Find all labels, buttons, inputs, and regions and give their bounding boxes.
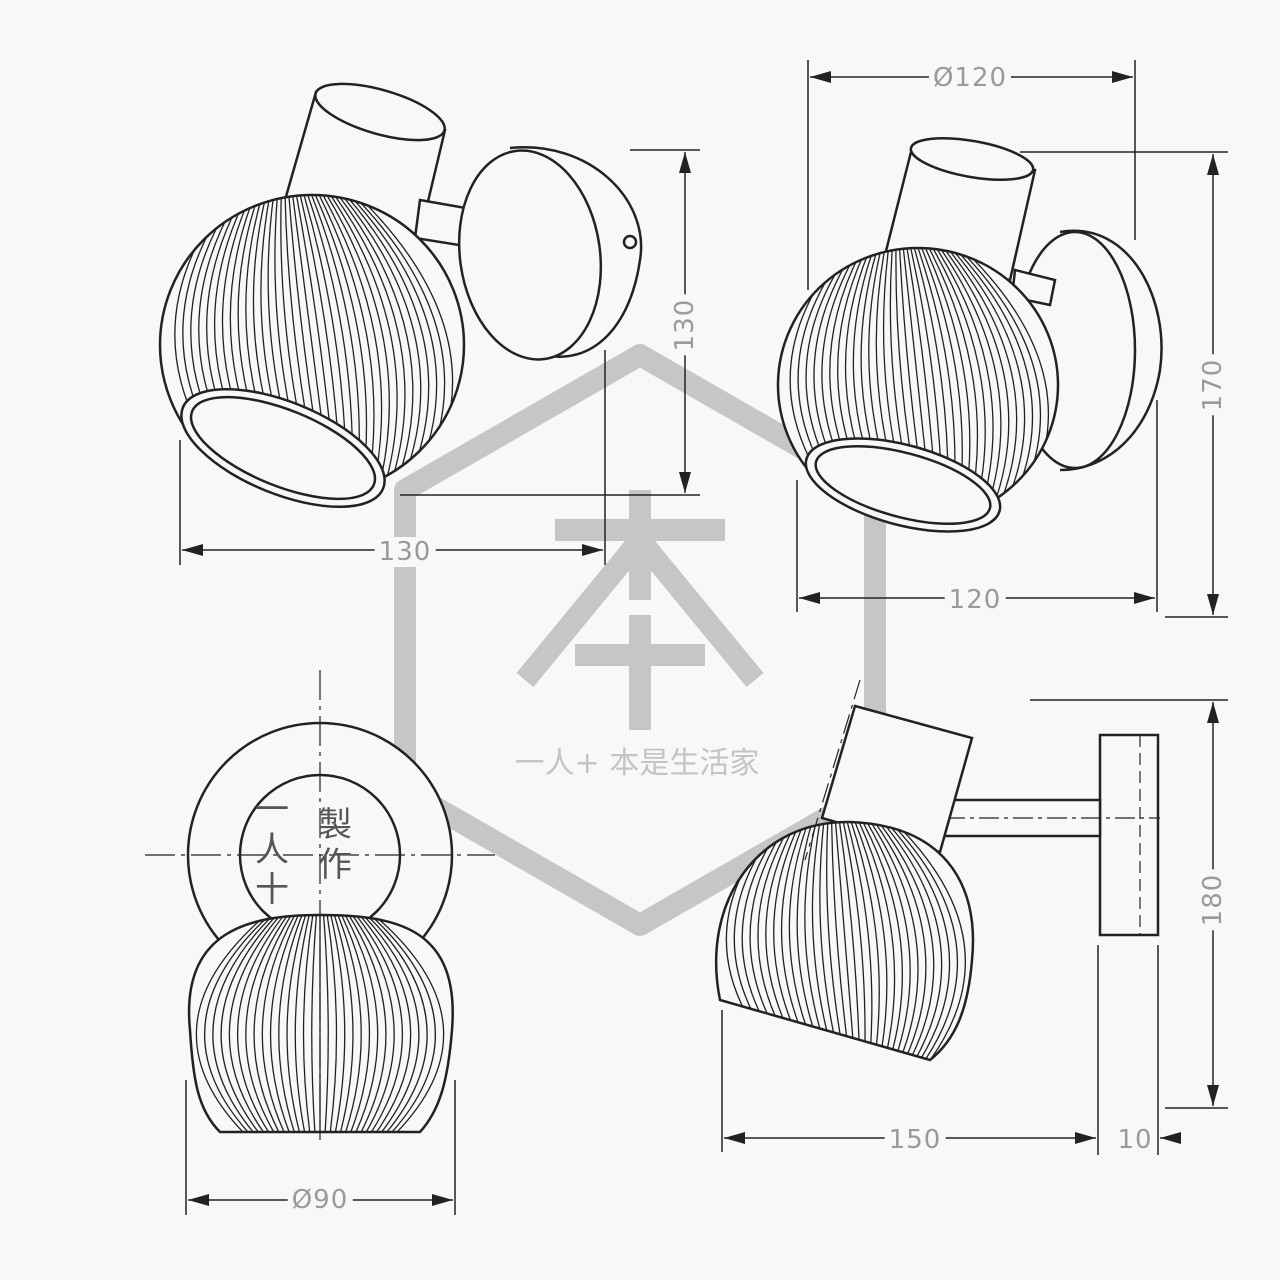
shade-rib: [851, 821, 888, 1060]
shade-rib: [883, 821, 958, 1060]
shade-rib: [940, 248, 1010, 522]
shade-rib: [333, 915, 354, 1132]
shade-rib: [858, 821, 903, 1060]
dim-top-right-width: 120: [944, 585, 1006, 615]
shade-rib: [362, 915, 420, 1132]
shade-rib: [311, 915, 318, 1132]
lamp-view-top-left: [158, 82, 643, 509]
shade-rib: [253, 915, 292, 1132]
dim-bottom-right-base: 10: [1113, 1125, 1157, 1155]
shade-rib: [278, 915, 303, 1132]
shade-rib: [348, 915, 387, 1132]
shade-rib: [261, 915, 296, 1132]
lamp-view-bottom-left: [145, 670, 495, 1140]
shade-rib: [294, 915, 310, 1132]
shade-rib: [879, 821, 951, 1060]
shade-rib: [236, 915, 285, 1132]
shade-rib: [245, 915, 289, 1132]
shade-rib: [326, 195, 398, 495]
dim-top-left-width: 130: [374, 537, 436, 567]
watermark-caption: 一人+ 本是生活家: [514, 746, 760, 781]
shade-rib: [337, 195, 422, 495]
shade-rib: [220, 915, 278, 1132]
shade-rib: [862, 821, 911, 1060]
shade-rib: [322, 915, 329, 1132]
shade-rib: [344, 915, 379, 1132]
shade-rib: [341, 915, 371, 1132]
shade-rib: [876, 821, 943, 1060]
shade-rib: [228, 915, 281, 1132]
dim-top-right-diameter: Ø120: [928, 63, 1012, 93]
shade-rib: [204, 915, 271, 1132]
dim-bottom-right-projection: 150: [884, 1125, 946, 1155]
shade-rib: [844, 821, 873, 1060]
shade-rib: [269, 915, 299, 1132]
dim-top-right-height: 170: [1198, 354, 1228, 416]
shade-rib: [330, 915, 346, 1132]
shade-rib: [326, 915, 338, 1132]
dim-bottom-right-height: 180: [1198, 869, 1228, 931]
shade-rib: [323, 195, 390, 495]
shade-rib: [869, 821, 927, 1060]
shade-rib: [865, 821, 919, 1060]
dim-top-left-height: 130: [670, 294, 700, 356]
shade-rib: [366, 915, 428, 1132]
shade-rib: [830, 821, 851, 1060]
shade-rib: [834, 821, 856, 1060]
shade-rib: [373, 915, 445, 1132]
shade-rib: [351, 915, 395, 1132]
shade-rib: [330, 195, 406, 495]
shade-rib: [848, 821, 880, 1060]
shade-rib: [333, 195, 414, 495]
shade-rib: [369, 915, 436, 1132]
shade-rib: [837, 821, 861, 1060]
dim-bottom-left-diameter: Ø90: [287, 1185, 353, 1215]
shade-rib: [286, 915, 307, 1132]
lamp-view-bottom-right: [714, 679, 1160, 1062]
shade-rib: [872, 821, 935, 1060]
shade-rib: [841, 821, 866, 1060]
shade-rib: [886, 821, 966, 1060]
shade-rib: [826, 821, 847, 1060]
shade-rib: [944, 248, 1018, 522]
shade-rib: [302, 915, 314, 1132]
shade-rib: [359, 915, 412, 1132]
shade-rib: [195, 915, 267, 1132]
shade-rib: [212, 915, 274, 1132]
stamp-text-col2: 製作: [318, 805, 352, 885]
shade-rib: [337, 915, 362, 1132]
stamp-text-col1: 一人十: [255, 790, 289, 910]
lamp-view-top-right: [776, 137, 1163, 533]
shade-rib: [855, 821, 896, 1060]
shade-rib: [355, 915, 404, 1132]
